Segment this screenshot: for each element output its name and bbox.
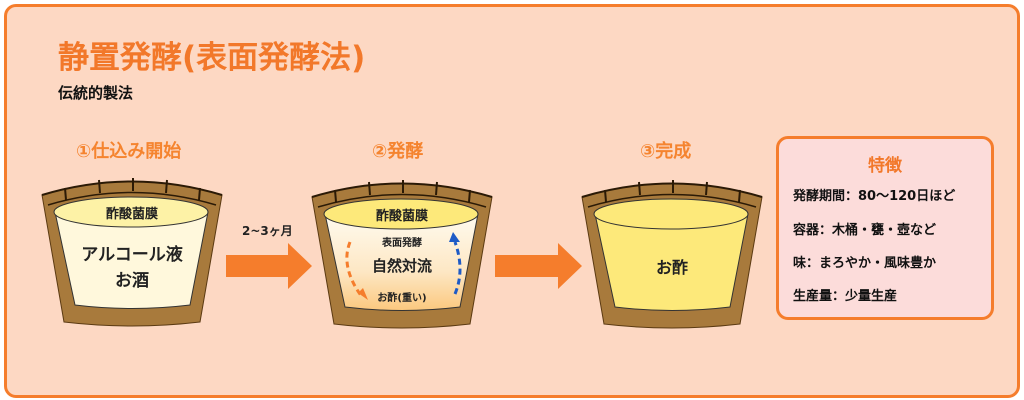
- feature-item: 容器：木桶・甕・壺など: [793, 223, 937, 238]
- arrow-right-icon: [495, 243, 582, 289]
- feature-item: 生産量：少量生産: [793, 289, 898, 304]
- duration-label: 2~3ヶ月: [242, 224, 293, 238]
- downward-flow-arrow-icon: [345, 241, 364, 298]
- natural-convection-label: 自然対流: [371, 257, 432, 275]
- vinegar-label: お酢: [655, 258, 688, 277]
- feature-item: 発酵期間：80～120日ほど: [793, 189, 956, 204]
- film-label-2: 酢酸菌膜: [375, 209, 428, 224]
- features-panel: 特徴 発酵期間：80～120日ほど 容器：木桶・甕・壺など 味：まろやか・風味豊…: [776, 136, 994, 320]
- page-subtitle: 伝統的製法: [58, 84, 134, 102]
- step-3-label: ③完成: [640, 141, 692, 162]
- step-1-label: ①仕込み開始: [76, 141, 182, 162]
- tub-start: [41, 177, 223, 327]
- alcohol-label: アルコール液: [81, 245, 183, 265]
- surface-fermentation-label: 表面発酵: [382, 238, 422, 249]
- sake-label: お酒: [115, 271, 149, 291]
- page-title: 静置発酵(表面発酵法): [58, 40, 366, 76]
- features-title: 特徴: [868, 156, 902, 176]
- tub-complete: [581, 179, 763, 329]
- feature-item: 味：まろやか・風味豊か: [793, 256, 937, 271]
- film-label-1: 酢酸菌膜: [105, 207, 158, 222]
- upward-flow-arrow-icon: [453, 241, 462, 295]
- tub-fermenting: [311, 179, 493, 329]
- arrow-right-icon: [226, 243, 312, 289]
- vinegar-heavy-label: お酢(重い): [377, 293, 427, 304]
- step-2-label: ②発酵: [372, 141, 424, 162]
